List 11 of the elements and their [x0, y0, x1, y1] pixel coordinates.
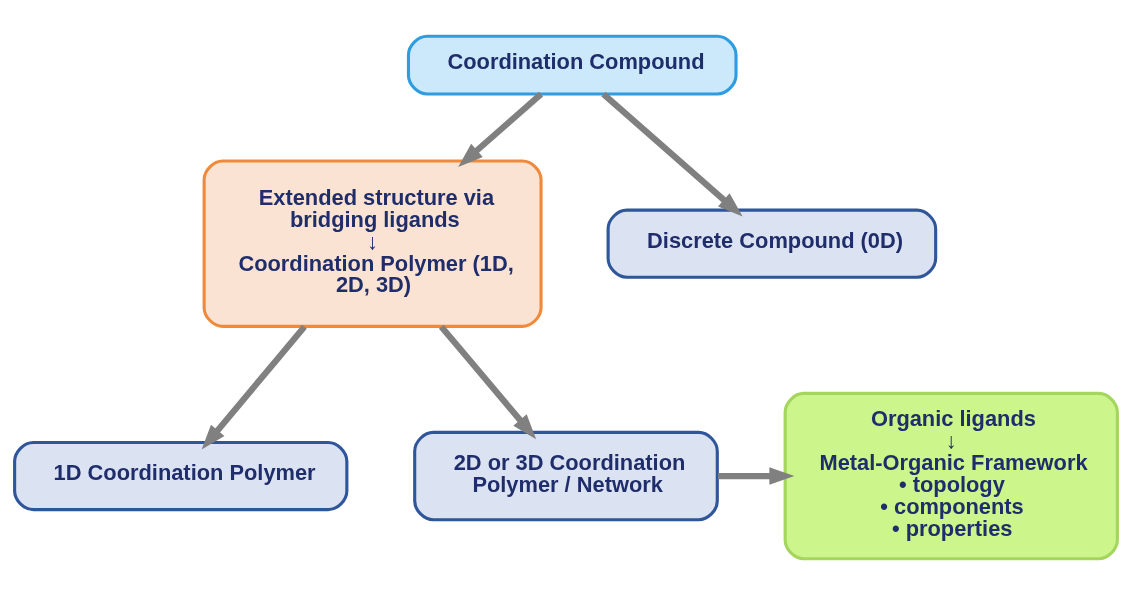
arrow [458, 91, 544, 167]
node-box: Coordination Compound [406, 34, 738, 95]
node-box: 1D Coordination Polymer [13, 440, 349, 511]
arrow [718, 466, 795, 485]
arrow [201, 324, 307, 450]
arrow [438, 324, 537, 439]
node-box: Extended structure via bridging ligands ↓ Coordination Polymer (1D, 2D, 3D) [202, 158, 543, 328]
node-box: 2D or 3D Coordination Polymer / Network [413, 430, 719, 521]
arrow [601, 91, 743, 216]
node-box: Organic ligands ↓ Metal-Organic Framework • topology • components • properties [783, 391, 1119, 560]
node-box: Discrete Compound (0D) [606, 208, 938, 279]
